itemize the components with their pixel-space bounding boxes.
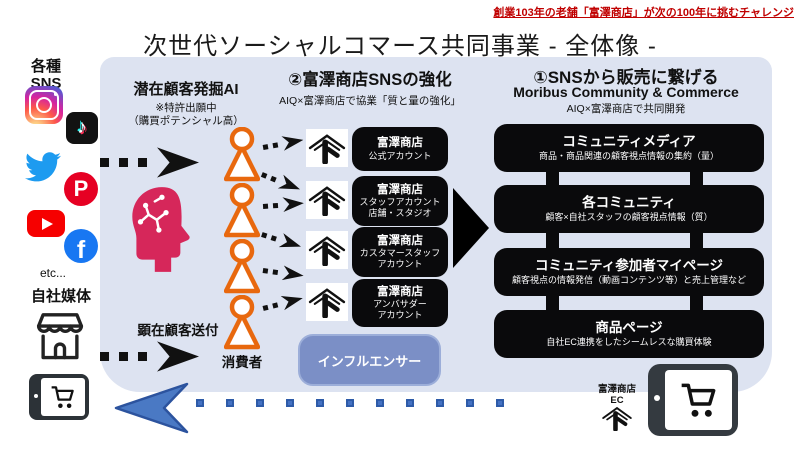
tablet-screen (41, 378, 85, 416)
account-name: 富澤商店 (377, 137, 423, 150)
sns-section-title: ②富澤商店SNSの強化 (288, 71, 452, 89)
consumer-person-icon (224, 295, 260, 350)
tablet-camera-dot (654, 395, 660, 401)
consumer-label: 消費者 (221, 355, 263, 370)
tomizawa-logo-icon (306, 181, 348, 219)
banner-title: コミュニティ参加者マイページ (535, 258, 723, 274)
banner-connector (546, 168, 559, 190)
dotted-arrow-small (262, 195, 304, 214)
account-name: 富澤商店 (377, 285, 423, 298)
store-icon (36, 313, 84, 360)
account-type: スタッフアカウント (359, 196, 441, 207)
banner-title: コミュニティメディア (562, 134, 696, 150)
manifest-customer-label: 顕在顧客送付 (137, 323, 219, 338)
consumer-person-icon (224, 127, 260, 182)
consumer-person-icon (224, 183, 260, 238)
ai-title: 潜在顧客発掘AI (133, 81, 239, 98)
commerce-section-subtitle: Moribus Community & Commerce (513, 84, 739, 100)
page-title: 次世代ソーシャルコマース共同事業 - 全体像 - (143, 33, 657, 60)
cart-icon (681, 383, 715, 417)
banner-connector (690, 293, 703, 315)
banner-community-media: コミュニティメディア 商品・商品関連の顧客視点情報の集約（量） (494, 124, 764, 172)
account-box-customer-staff: 富澤商店 カスタマースタッフ アカウント (352, 227, 448, 277)
account-type: カスタマースタッフ (359, 247, 441, 258)
dotted-arrow-sns-to-consumer (100, 146, 199, 179)
tomizawa-logo-icon (306, 129, 348, 167)
instagram-icon (25, 86, 63, 124)
tomizawa-logo-icon (306, 231, 348, 269)
tiktok-icon: ♪ (66, 112, 98, 144)
top-tagline: 創業103年の老舗「富澤商店」が次の100年に挑むチャレンジ (493, 7, 794, 19)
banner-desc: 顧客視点の情報発信（動画コンテンツ等）と売上管理など (511, 274, 746, 285)
banner-desc: 自社EC連携をしたシームレスな購買体験 (546, 336, 712, 347)
ai-brain-icon (132, 187, 190, 272)
banner-desc: 商品・商品関連の顧客視点情報の集約（量） (538, 150, 719, 161)
twitter-icon (24, 152, 61, 182)
influencer-box: インフルエンサー (298, 334, 441, 386)
arrowhead-icon (157, 147, 199, 178)
ai-potential-note: （購買ポテンシャル高） (128, 115, 244, 127)
cart-icon (51, 386, 74, 409)
flow-arrow-right-icon (453, 188, 489, 268)
banner-title: 各コミュニティ (582, 195, 676, 211)
etc-label: etc... (40, 266, 67, 280)
account-note: 店舗・スタジオ (368, 208, 432, 219)
banner-member-mypage: コミュニティ参加者マイページ 顧客視点の情報発信（動画コンテンツ等）と売上管理な… (494, 248, 764, 296)
account-box-ambassador: 富澤商店 アンバサダー アカウント (352, 279, 448, 327)
account-name: 富澤商店 (377, 183, 423, 196)
consumer-person-icon (224, 239, 260, 294)
return-arrow-left-icon (114, 382, 189, 434)
dotted-arrow-media-to-consumer (100, 340, 199, 373)
youtube-icon (27, 210, 65, 237)
facebook-icon: f (64, 229, 98, 263)
tomizawa-logo-icon (306, 283, 348, 321)
own-media-label: 自社媒体 (31, 288, 92, 305)
banner-connector (546, 230, 559, 253)
banner-product-page: 商品ページ 自社EC連携をしたシームレスな購買体験 (494, 310, 764, 358)
sns-section-subtitle: AIQ×富澤商店で協業「質と量の強化」 (279, 95, 461, 107)
banner-connector (690, 230, 703, 253)
ec-sub: EC (610, 395, 624, 407)
commerce-section-title: ①SNSから販売に繋げる (533, 68, 719, 87)
tablet-screen (665, 370, 732, 430)
account-box-official: 富澤商店 公式アカウント (352, 127, 448, 171)
ai-patent-note: ※特許出願中 (155, 102, 217, 114)
account-name: 富澤商店 (377, 234, 423, 247)
tablet-ec-icon (29, 374, 89, 420)
account-box-staff: 富澤商店 スタッフアカウント 店舗・スタジオ (352, 176, 448, 226)
account-type: アンバサダー (373, 298, 427, 309)
account-type: 公式アカウント (368, 150, 432, 161)
pinterest-icon: P (64, 172, 98, 206)
sns-group-label-line1: 各種 (30, 58, 61, 75)
banner-title: 商品ページ (595, 320, 663, 336)
ec-label: 富澤商店 EC (590, 384, 644, 407)
commerce-section-subtitle2: AIQ×富澤商店で共同開発 (566, 103, 686, 115)
banner-connector (690, 168, 703, 190)
arrowhead-icon (157, 341, 199, 372)
dotted-line-blue (196, 399, 504, 407)
tablet-camera-dot (33, 394, 38, 398)
account-note: アカウント (377, 310, 423, 321)
ec-brand: 富澤商店 (597, 384, 636, 395)
account-note: アカウント (377, 259, 423, 270)
banner-desc: 顧客×自社スタッフの顧客視点情報（質） (545, 211, 713, 222)
youtube-play-glyph (41, 217, 53, 230)
banner-connector (546, 293, 559, 315)
banner-each-community: 各コミュニティ 顧客×自社スタッフの顧客視点情報（質） (494, 185, 764, 233)
tomizawa-logo-icon (602, 406, 632, 431)
ec-tablet-icon (648, 364, 738, 436)
instagram-lens-dot (53, 92, 57, 96)
